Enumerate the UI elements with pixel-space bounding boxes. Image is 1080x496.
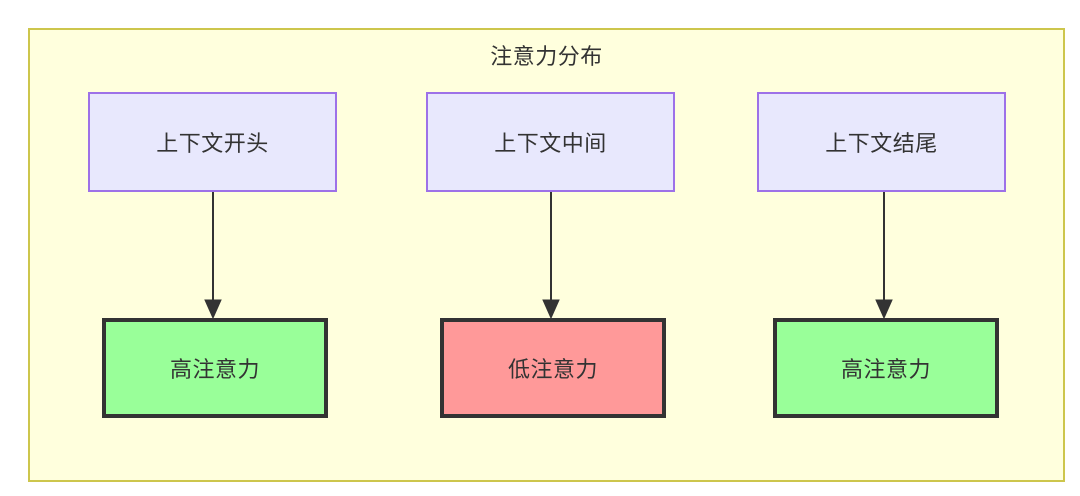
node-high-attention-start[interactable]: 高注意力 [102, 318, 328, 418]
node-context-start[interactable]: 上下文开头 [88, 92, 337, 192]
node-context-middle[interactable]: 上下文中间 [426, 92, 675, 192]
node-high-attention-end[interactable]: 高注意力 [773, 318, 999, 418]
node-label: 低注意力 [507, 357, 598, 382]
node-context-end[interactable]: 上下文结尾 [757, 92, 1006, 192]
node-low-attention-middle[interactable]: 低注意力 [440, 318, 666, 418]
cluster-title: 注意力分布 [490, 44, 603, 69]
node-label: 高注意力 [840, 357, 931, 382]
node-label: 上下文中间 [494, 131, 607, 156]
node-label: 上下文结尾 [825, 131, 938, 156]
node-label: 上下文开头 [156, 131, 269, 156]
node-label: 高注意力 [169, 357, 260, 382]
